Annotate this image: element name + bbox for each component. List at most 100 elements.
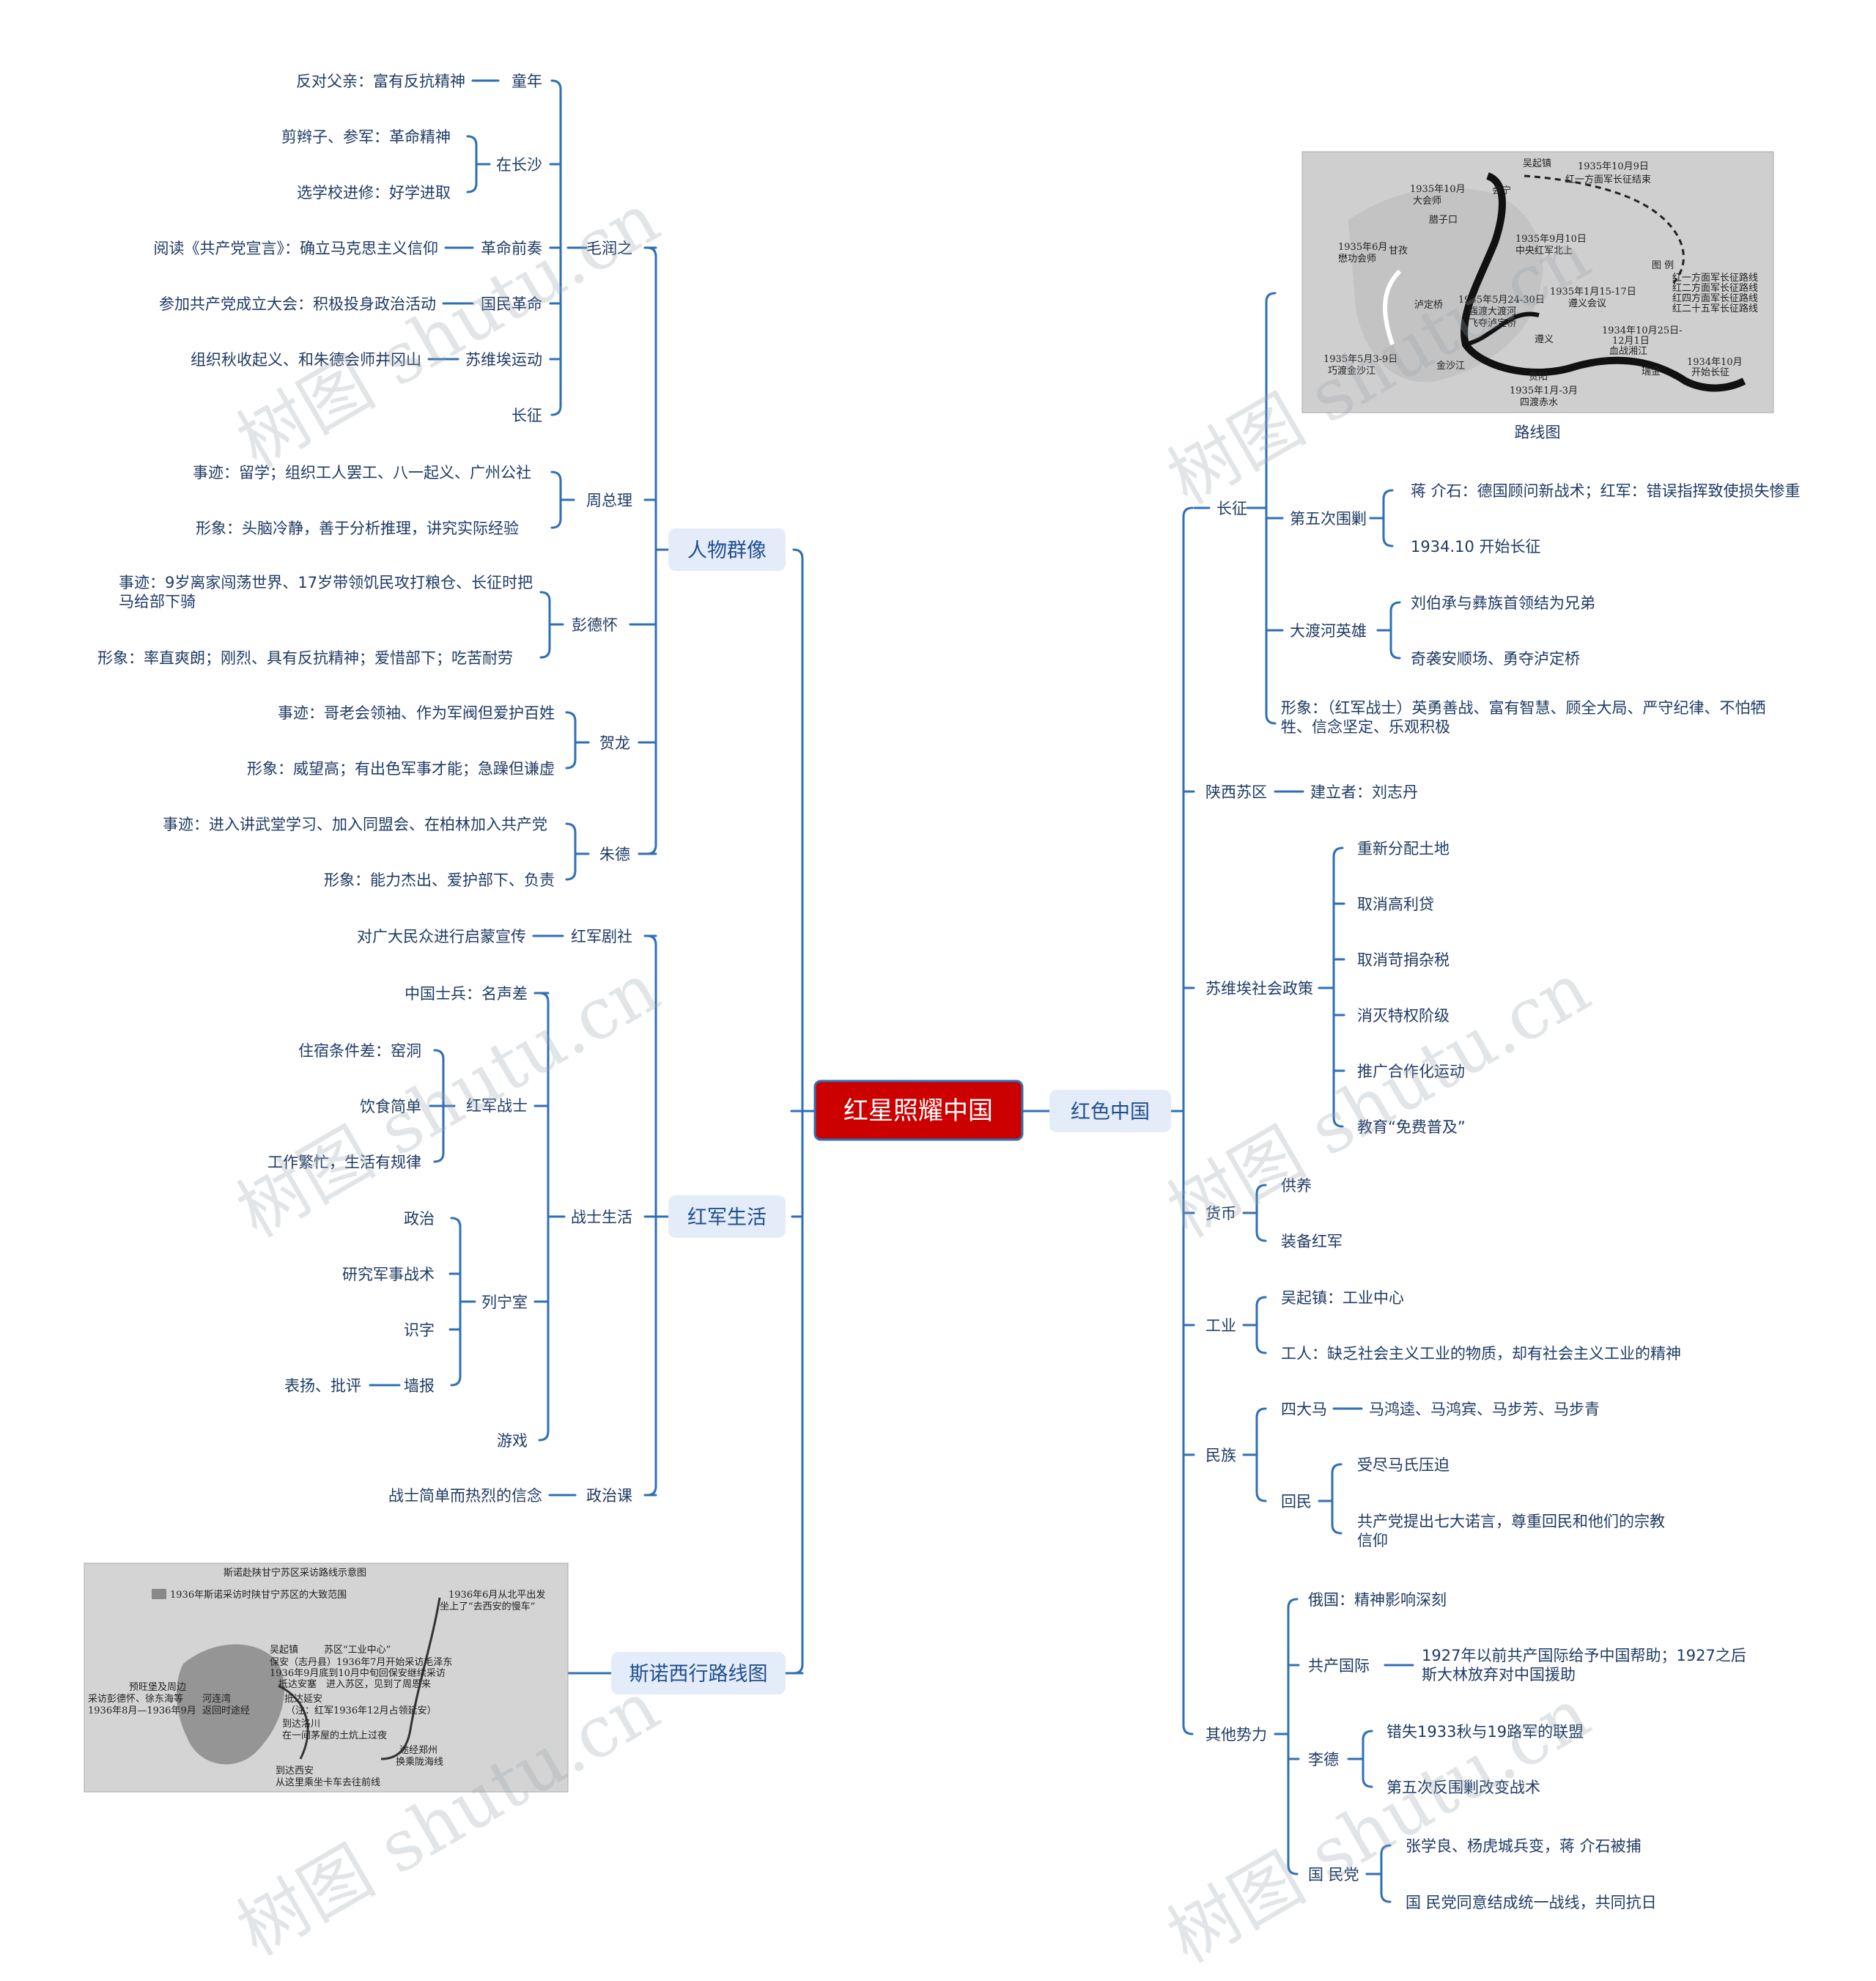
subtopic-long-march[interactable]: 长征 (1216, 500, 1247, 517)
subtopic-zhu[interactable]: 朱德 (599, 846, 630, 863)
map-label: 抵达延安 (284, 1694, 322, 1705)
policy-item[interactable]: 取消苛捐杂税 (1357, 951, 1450, 969)
mao-childhood-detail[interactable]: 反对父亲：富有反抗精神 (296, 73, 465, 90)
topic-red-army-life[interactable] (668, 1195, 786, 1238)
peng-deeds-cont[interactable]: 马给部下骑 (119, 593, 196, 610)
li-de[interactable]: 李德 (1308, 1751, 1339, 1768)
topic-people-label[interactable]: 人物群像 (687, 539, 767, 562)
fifth-encirclement-detail[interactable]: 蒋 介石：德国顾问新战术；红军：错误指挥致使损失惨重 (1411, 482, 1801, 500)
lenin-literacy[interactable]: 识字 (404, 1321, 435, 1339)
soldier-games[interactable]: 游戏 (497, 1432, 528, 1450)
soldier-routine[interactable]: 工作繁忙，生活有规律 (267, 1154, 421, 1171)
topic-snow-route-label[interactable]: 斯诺西行路线图 (629, 1663, 768, 1686)
zhu-image[interactable]: 形象：能力杰出、爱护部下、负责 (324, 871, 555, 889)
zhou-image[interactable]: 形象：头脑冷静，善于分析推理，讲究实际经验 (196, 520, 519, 537)
dadu-heroes[interactable]: 大渡河英雄 (1290, 622, 1367, 640)
connector-line (1287, 1598, 1299, 1875)
mao-prelude[interactable]: 革命前奏 (481, 240, 542, 257)
peng-image[interactable]: 形象：率直爽朗；刚烈、具有反抗精神；爱惜部下；吃苦耐劳 (97, 649, 513, 667)
fifth-encirclement[interactable]: 第五次围剿 (1290, 510, 1367, 528)
subtopic-soviet-policy[interactable]: 苏维埃社会政策 (1205, 980, 1313, 997)
li-de-tactics[interactable]: 第五次反围剿改变战术 (1386, 1779, 1540, 1796)
mao-changsha-detail[interactable]: 选学校进修：好学进取 (297, 184, 451, 202)
comintern-help[interactable]: 1927年以前共产国际给予中国帮助；1927之后 (1422, 1647, 1746, 1664)
currency-support[interactable]: 供养 (1281, 1177, 1312, 1195)
xian-incident[interactable]: 张学良、杨虎城兵变，蒋 介石被捕 (1406, 1837, 1642, 1855)
subtopic-other-forces[interactable]: 其他势力 (1205, 1726, 1267, 1744)
policy-item[interactable]: 重新分配土地 (1357, 840, 1450, 857)
route-map-caption[interactable]: 路线图 (1515, 424, 1561, 441)
red-army-image-cont[interactable]: 牲、信念坚定、乐观积极 (1281, 718, 1450, 736)
policy-item[interactable]: 教育“免费普及” (1357, 1118, 1466, 1136)
soldier-lodging[interactable]: 住宿条件差：窑洞 (298, 1042, 421, 1060)
subtopic-mao[interactable]: 毛润之 (586, 240, 632, 257)
mao-long-march[interactable]: 长征 (512, 407, 542, 424)
mao-national-revolution[interactable]: 国民革命 (481, 295, 542, 313)
map-label: 遵义会议 (1568, 298, 1606, 309)
mao-childhood[interactable]: 童年 (512, 73, 542, 90)
root-node-label[interactable]: 红星照耀中国 (843, 1096, 993, 1126)
subtopic-he[interactable]: 贺龙 (599, 734, 630, 752)
dadu-brotherhood[interactable]: 刘伯承与彝族首领结为兄弟 (1411, 594, 1595, 612)
root-node[interactable] (813, 1080, 1024, 1141)
zhu-deeds[interactable]: 事迹：进入讲武堂学习、加入同盟会、在柏林加入共产党 (163, 816, 547, 833)
he-image[interactable]: 形象：威望高；有出色军事才能；急躁但谦虚 (247, 760, 555, 778)
hui-oppressed[interactable]: 受尽马氏压迫 (1357, 1456, 1450, 1474)
lenin-politics[interactable]: 政治 (404, 1210, 435, 1228)
mao-national-revolution-detail[interactable]: 参加共产党成立大会：积极投身政治活动 (159, 295, 436, 313)
li-de-missed-alliance[interactable]: 错失1933秋与19路军的联盟 (1386, 1723, 1584, 1741)
mao-changsha-detail[interactable]: 剪辫子、参军：革命精神 (281, 128, 451, 146)
comintern[interactable]: 共产国际 (1308, 1657, 1370, 1675)
peng-deeds[interactable]: 事迹：9岁离家闯荡世界、17岁带领饥民攻打粮仓、长征时把 (119, 574, 533, 591)
mao-soviet-movement[interactable]: 苏维埃运动 (465, 351, 542, 369)
policy-item[interactable]: 推广合作化运动 (1357, 1063, 1465, 1080)
zhou-deeds[interactable]: 事迹：留学；组织工人罢工、八一起义、广州公社 (193, 464, 531, 482)
red-army-image[interactable]: 形象：（红军战士）英勇善战、富有智慧、顾全大局、严守纪律、不怕牺 (1281, 699, 1766, 717)
politics-class-detail[interactable]: 战士简单而热烈的信念 (388, 1487, 542, 1505)
soldier-reputation[interactable]: 中国士兵：名声差 (405, 985, 528, 1003)
soldier-diet[interactable]: 饮食简单 (360, 1098, 421, 1115)
subtopic-shaanxi-soviet[interactable]: 陕西苏区 (1205, 783, 1267, 801)
mao-prelude-detail[interactable]: 阅读《共产党宣言》：确立马克思主义信仰 (154, 240, 439, 257)
currency-equip[interactable]: 装备红军 (1281, 1233, 1343, 1250)
four-ma[interactable]: 四大马 (1281, 1401, 1327, 1418)
industry-wuqi[interactable]: 吴起镇：工业中心 (1281, 1289, 1404, 1307)
united-front[interactable]: 国 民党同意结成统一战线，共同抗日 (1406, 1894, 1657, 1911)
kuomintang[interactable]: 国 民党 (1308, 1866, 1359, 1884)
four-ma-names[interactable]: 马鸿逵、马鸿宾、马步芳、马步青 (1369, 1401, 1600, 1418)
march-start[interactable]: 1934.10 开始长征 (1411, 538, 1541, 556)
red-army-soldier[interactable]: 红军战士 (466, 1097, 528, 1115)
topic-red-army-life-label[interactable]: 红军生活 (687, 1206, 767, 1229)
drama-troupe-detail[interactable]: 对广大民众进行启蒙宣传 (357, 928, 526, 945)
mao-changsha[interactable]: 在长沙 (496, 156, 542, 174)
hui-promises[interactable]: 共产党提出七大诺言，尊重回民和他们的宗教 (1357, 1513, 1665, 1530)
lenin-tactics[interactable]: 研究军事战术 (342, 1266, 435, 1283)
subtopic-politics-class[interactable]: 政治课 (586, 1487, 632, 1505)
policy-item[interactable]: 消灭特权阶级 (1357, 1007, 1450, 1025)
map-label: 到达洛川 (282, 1719, 320, 1730)
topic-red-china[interactable] (1049, 1090, 1171, 1132)
mao-soviet-movement-detail[interactable]: 组织秋收起义、和朱德会师井冈山 (191, 351, 421, 369)
lenin-room[interactable]: 列宁室 (481, 1294, 528, 1311)
comintern-abandon[interactable]: 斯大林放弃对中国援助 (1422, 1666, 1576, 1683)
subtopic-industry[interactable]: 工业 (1205, 1317, 1236, 1335)
he-deeds[interactable]: 事迹：哥老会领袖、作为军阀但爱护百姓 (278, 704, 555, 722)
subtopic-drama-troupe[interactable]: 红军剧社 (571, 928, 632, 945)
industry-workers[interactable]: 工人：缺乏社会主义工业的物质，却有社会主义工业的精神 (1281, 1345, 1681, 1362)
subtopic-currency[interactable]: 货币 (1205, 1205, 1236, 1222)
dadu-luding[interactable]: 奇袭安顺场、勇夺泸定桥 (1411, 650, 1580, 668)
subtopic-nationalities[interactable]: 民族 (1205, 1447, 1236, 1464)
subtopic-peng[interactable]: 彭德怀 (572, 616, 618, 634)
russia-influence[interactable]: 俄国：精神影响深刻 (1308, 1591, 1447, 1609)
hui-people[interactable]: 回民 (1281, 1493, 1312, 1510)
wall-newspaper-detail[interactable]: 表扬、批评 (284, 1377, 361, 1395)
hui-promises-cont[interactable]: 信仰 (1357, 1532, 1388, 1549)
subtopic-zhou[interactable]: 周总理 (586, 492, 632, 509)
shaanxi-founder[interactable]: 建立者：刘志丹 (1310, 783, 1418, 801)
topic-red-china-label[interactable]: 红色中国 (1071, 1101, 1150, 1124)
topic-people[interactable] (668, 528, 786, 571)
topic-snow-route[interactable] (611, 1652, 786, 1694)
policy-item[interactable]: 取消高利贷 (1357, 896, 1434, 913)
lenin-wall-newspaper[interactable]: 墙报 (404, 1377, 435, 1395)
subtopic-soldier-life[interactable]: 战士生活 (571, 1209, 632, 1226)
